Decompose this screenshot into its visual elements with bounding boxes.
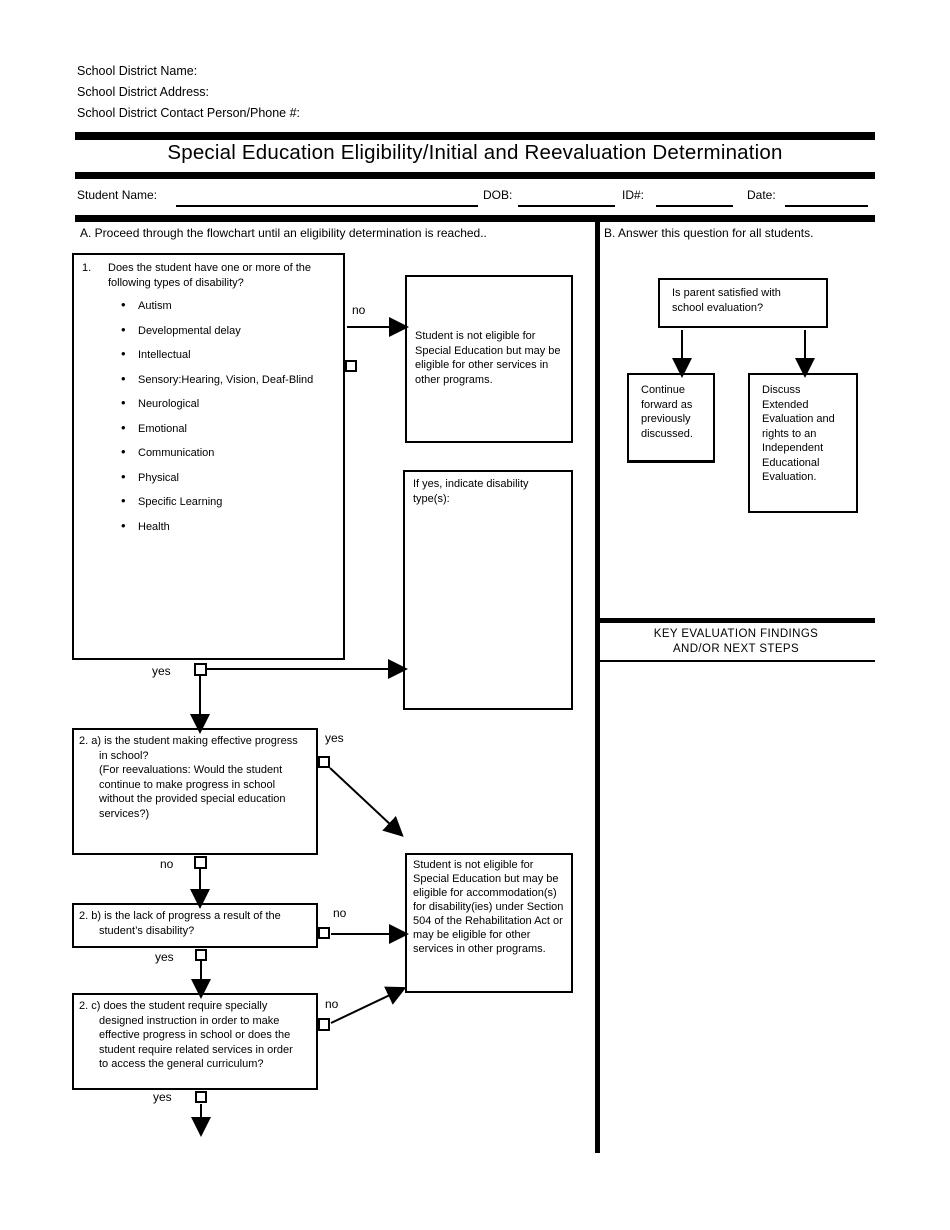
district-address-label: School District Address:	[77, 85, 209, 99]
no-label-q2b: no	[333, 906, 347, 920]
district-info-block: School District Name: School District Ad…	[77, 61, 300, 124]
question-1-number: 1.	[82, 262, 92, 274]
connector-square-q2a-bottom	[194, 856, 207, 869]
question-2a-text: 2. a) is the student making effective pr…	[79, 735, 298, 762]
disability-type-item: Developmental delay	[74, 323, 343, 338]
decision-box-2c: 2. c) does the student require specially…	[72, 993, 318, 1090]
disability-bullet-list: Autism Developmental delay Intellectual …	[74, 298, 343, 534]
connector-square-q2b-right	[318, 927, 330, 939]
date-label: Date:	[747, 188, 776, 202]
disability-entry-box[interactable]	[403, 521, 573, 710]
decision-box-2b: 2. b) is the lack of progress a result o…	[72, 903, 318, 948]
dob-field[interactable]	[518, 205, 615, 207]
title-bottom-rule	[75, 172, 875, 179]
yes-label-q2b: yes	[155, 950, 174, 964]
page-title: Special Education Eligibility/Initial an…	[167, 141, 783, 164]
id-label: ID#:	[622, 188, 645, 202]
no-label-q2c: no	[325, 997, 339, 1011]
question-1-text: Does the student have one or more of the…	[108, 262, 312, 289]
student-name-label: Student Name:	[77, 188, 158, 202]
question-2a-note: (For reevaluations: Would the student co…	[99, 764, 286, 820]
section-504-box: Student is not eligible for Special Educ…	[405, 853, 573, 993]
disability-type-item: Emotional	[74, 421, 343, 436]
title-top-rule	[75, 132, 875, 140]
key-findings-line1: KEY EVALUATION FINDINGS	[653, 628, 819, 640]
disability-type-item: Intellectual	[74, 347, 343, 362]
key-findings-line2: AND/OR NEXT STEPS	[672, 642, 800, 655]
connector-square-q2b-bottom	[195, 949, 207, 961]
disability-type-item: Specific Learning	[74, 494, 343, 509]
discuss-iee-box: Discuss Extended Evaluation and rights t…	[748, 373, 858, 513]
key-findings-bottom-rule	[597, 660, 875, 662]
disability-type-item: Health	[74, 519, 343, 534]
connector-square-q2a-right	[318, 756, 330, 768]
disability-type-item: Neurological	[74, 396, 343, 411]
student-name-field[interactable]	[176, 205, 478, 207]
district-contact-label: School District Contact Person/Phone #:	[77, 106, 301, 120]
not-eligible-box: Student is not eligible for Special Educ…	[405, 275, 573, 443]
disability-type-item: Autism	[74, 298, 343, 313]
yes-label-q2a: yes	[325, 731, 344, 745]
if-yes-box: If yes, indicate disability type(s):	[403, 470, 573, 523]
id-field[interactable]	[656, 205, 733, 207]
connector-square-q2c-bottom	[195, 1091, 207, 1103]
no-label-q2a: no	[160, 857, 174, 871]
section-b-heading: B. Answer this question for all students…	[604, 226, 814, 240]
question-2b-text: 2. b) is the lack of progress a result o…	[79, 910, 281, 937]
column-divider	[595, 222, 600, 1153]
question-2c-text: 2. c) does the student require specially…	[79, 1000, 293, 1070]
connector-square-q1-right	[345, 360, 357, 372]
key-findings-top-rule	[597, 618, 875, 623]
disability-type-item: Communication	[74, 445, 343, 460]
no-label-q1: no	[352, 303, 366, 317]
section-a-heading: A. Proceed through the flowchart until a…	[80, 226, 487, 240]
date-field[interactable]	[785, 205, 868, 207]
disability-type-item: Physical	[74, 470, 343, 485]
decision-box-1: 1. Does the student have one or more of …	[72, 253, 345, 660]
decision-box-2a: 2. a) is the student making effective pr…	[72, 728, 318, 855]
continue-box: Continue forward as previously discussed…	[627, 373, 715, 463]
yes-label-q2c: yes	[153, 1090, 172, 1104]
connector-square-q2c-right	[318, 1018, 330, 1031]
parent-satisfied-box: Is parent satisfied with school evaluati…	[658, 278, 828, 328]
student-row-bottom-rule	[75, 215, 875, 222]
connector-square-q1-bottom	[194, 663, 207, 676]
dob-label: DOB:	[483, 188, 513, 202]
key-findings-heading: KEY EVALUATION FINDINGS AND/OR NEXT STEP…	[597, 627, 875, 656]
yes-label-q1: yes	[152, 664, 171, 678]
disability-type-item: Sensory:Hearing, Vision, Deaf-Blind	[74, 372, 343, 387]
district-name-label: School District Name:	[77, 64, 198, 78]
